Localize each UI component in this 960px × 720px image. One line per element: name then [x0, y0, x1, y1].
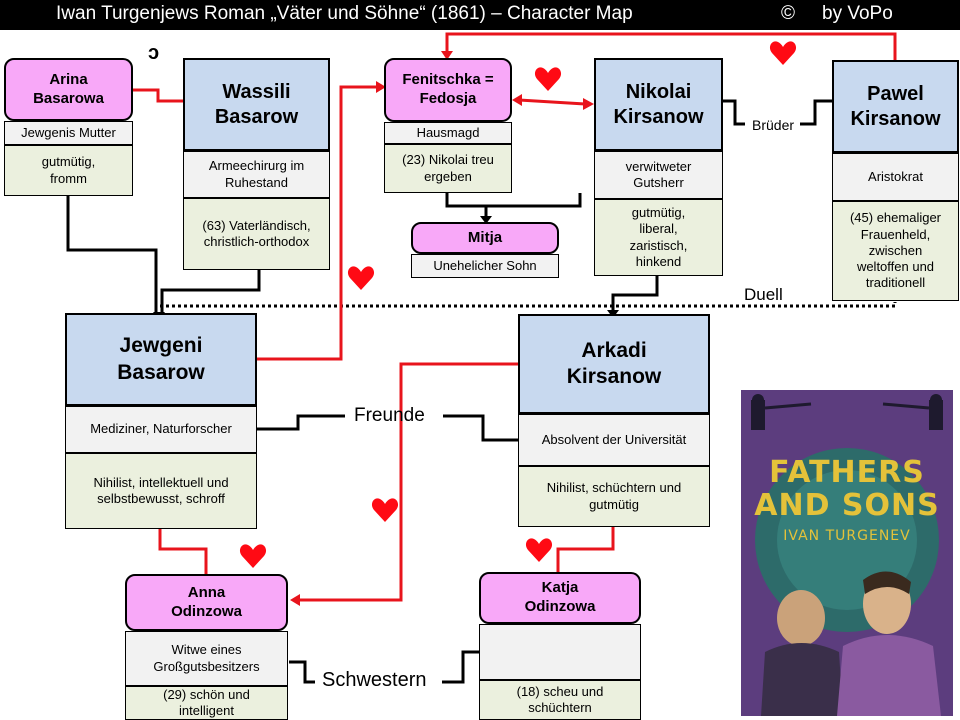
copyright-symbol: © [781, 3, 795, 24]
arkadi-name: Arkadi Kirsanow [518, 314, 710, 414]
wassili-name: Wassili Basarow [183, 58, 330, 151]
pawel-name: Pawel Kirsanow [832, 60, 959, 153]
anna-role: Witwe eines Großgutsbesitzers [125, 631, 288, 686]
line-pawel-fenitschka [445, 32, 897, 60]
line-friends-left [257, 414, 345, 431]
nikolai-name: Nikolai Kirsanow [594, 58, 723, 151]
line-duel [160, 302, 897, 308]
arina-name: Arina Basarowa [4, 58, 133, 121]
katja-traits: (18) scheu und schüchtern [479, 680, 641, 720]
heart-icon [239, 544, 267, 568]
pawel-role: Aristokrat [832, 153, 959, 201]
fenitschka-traits: (23) Nikolai treu ergeben [384, 144, 512, 193]
nikolai-role: verwitweter Gutsherr [594, 151, 723, 199]
katja-role [479, 624, 641, 680]
katja-name: Katja Odinzowa [479, 572, 641, 624]
arkadi-traits: Nihilist, schüchtern und gutmütig [518, 466, 710, 527]
arkadi-role: Absolvent der Universität [518, 414, 710, 466]
anna-traits: (29) schön und intelligent [125, 686, 288, 720]
line-fenitschka-mitja [445, 193, 488, 221]
book-cover-author: IVAN TURGENEV [783, 528, 911, 544]
heart-icon [534, 67, 562, 91]
arrow-head-mitja [480, 216, 492, 224]
arina-traits: gutmütig, fromm [4, 145, 133, 196]
line-wassili-jewgeni [160, 270, 261, 312]
friends-label: Freunde [354, 405, 425, 426]
wassili-role: Armeechirurg im Ruhestand [183, 151, 330, 198]
arrow-head-fenitschka-jewgeni [376, 81, 386, 93]
fenitschka-name: Fenitschka = Fedosja [384, 58, 512, 122]
book-cover-title: FATHERS AND SONS [754, 455, 940, 523]
arrow-head-nikolai [583, 98, 594, 110]
line-sisters-right [442, 650, 479, 684]
line-nikolai-arkadi [611, 276, 659, 312]
book-cover-image: FATHERS AND SONS IVAN TURGENEV [741, 390, 953, 716]
author-credit: by VoPo [822, 3, 893, 24]
line-jewgeni-fenitschka [257, 85, 378, 361]
page-title: Iwan Turgenjews Roman „Väter und Söhne“ … [56, 3, 633, 24]
arrow-head-anna [290, 594, 300, 606]
fenitschka-role: Hausmagd [384, 122, 512, 144]
line-brothers [723, 99, 745, 126]
wedding-rings-marker: ↄ [148, 42, 160, 64]
jewgeni-traits: Nihilist, intellektuell und selbstbewuss… [65, 453, 257, 529]
heart-icon [347, 266, 375, 290]
line-sisters-left [289, 660, 315, 684]
line-friends-right [443, 414, 518, 442]
wassili-traits: (63) Vaterländisch, christlich-orthodox [183, 198, 330, 270]
line-jewgeni-anna [158, 529, 208, 574]
heart-icon [371, 498, 399, 522]
book-cover-art [751, 394, 943, 716]
title-bar: Iwan Turgenjews Roman „Väter und Söhne“ … [0, 0, 960, 30]
mitja-name: Mitja [411, 222, 559, 254]
sisters-label: Schwestern [322, 669, 427, 691]
duel-label: Duell [744, 285, 783, 304]
arrow-head-fenitschka-left [512, 94, 522, 106]
pawel-traits: (45) ehemaliger Frauenheld, zwischen wel… [832, 201, 959, 301]
brothers-label: Brüder [752, 117, 795, 133]
arrow-head-fenitschka-top [441, 51, 453, 60]
arina-role: Jewgenis Mutter [4, 121, 133, 145]
line-nikolai-fenitschka [518, 98, 586, 106]
line-brothers-right [800, 99, 832, 126]
nikolai-traits: gutmütig, liberal, zaristisch, hinkend [594, 199, 723, 276]
line-arina-wassili [133, 88, 183, 103]
line-nikolai-mitja [486, 193, 582, 208]
line-arina-jewgeni [66, 196, 158, 312]
heart-icon [525, 538, 553, 562]
jewgeni-name: Jewgeni Basarow [65, 313, 257, 406]
line-arkadi-katja [556, 527, 615, 572]
mitja-role: Unehelicher Sohn [411, 254, 559, 278]
line-arkadi-anna [298, 362, 518, 602]
jewgeni-role: Mediziner, Naturforscher [65, 406, 257, 453]
heart-icon [769, 41, 797, 65]
anna-name: Anna Odinzowa [125, 574, 288, 631]
